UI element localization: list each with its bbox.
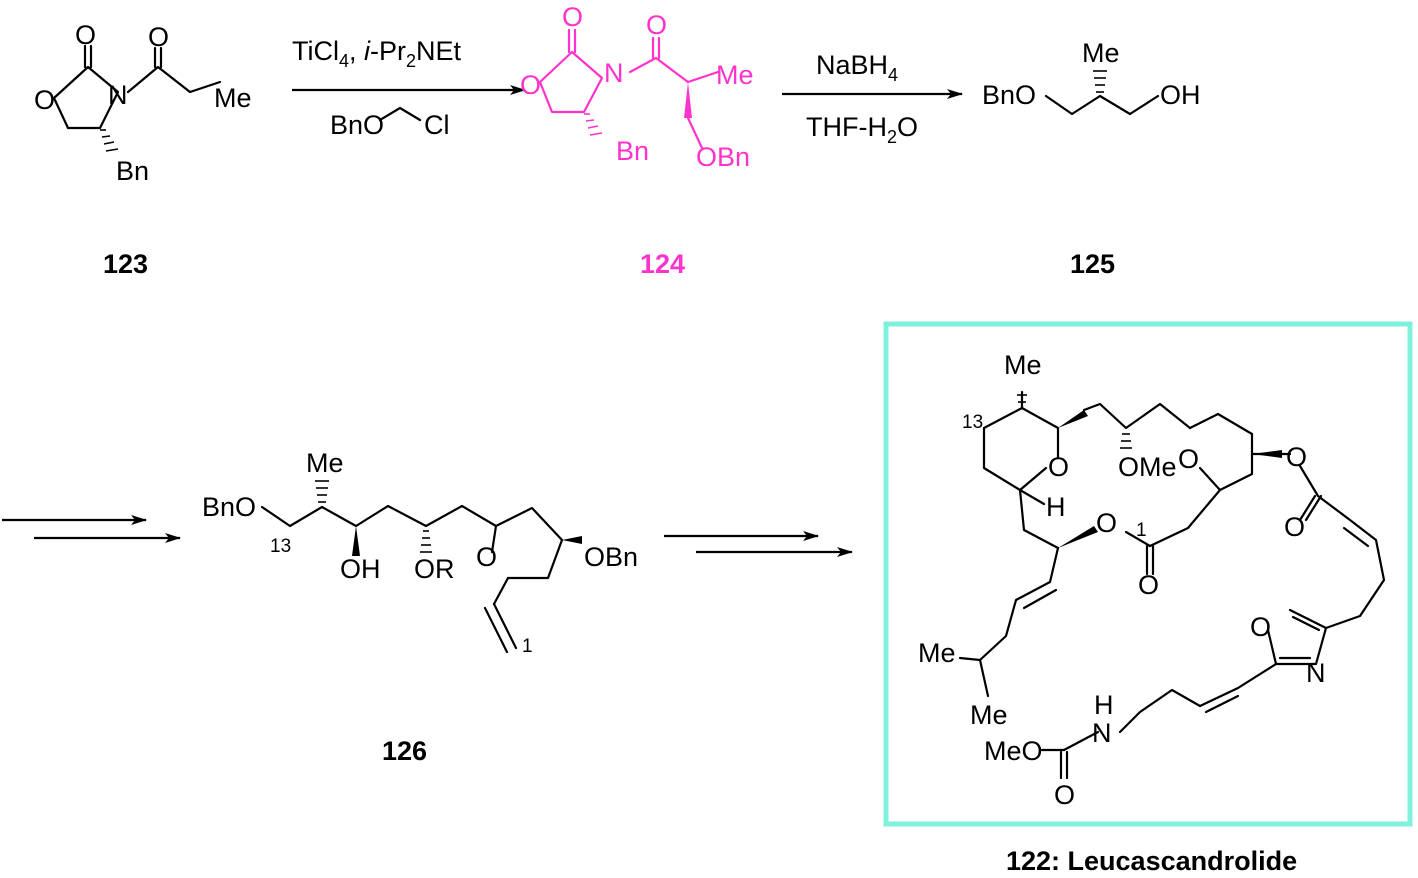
- group-me: Me: [918, 638, 956, 668]
- compound-number: 124: [640, 249, 685, 279]
- group-me: Me: [306, 448, 344, 478]
- group-me: Me: [1004, 350, 1042, 380]
- locant-1: 1: [1136, 520, 1147, 541]
- hashed-bond: [1017, 394, 1027, 403]
- group-me: Me: [214, 83, 252, 113]
- reagent-bottom: THF-H2O: [806, 112, 918, 147]
- group-bn: Bn: [616, 136, 649, 166]
- group-bno: BnO: [202, 492, 256, 522]
- atom-o: O: [1286, 442, 1307, 472]
- compound-number: 126: [382, 736, 427, 766]
- atom-n: N: [1306, 658, 1326, 688]
- group-obn: OBn: [696, 142, 750, 172]
- atom-o: O: [1048, 452, 1069, 482]
- atom-o: O: [34, 85, 55, 115]
- atom-o: O: [1096, 508, 1117, 538]
- locant-13: 13: [962, 412, 983, 433]
- atom-n: N: [1092, 718, 1112, 748]
- hashed-bond: [100, 129, 119, 152]
- compound-label: 122: Leucascandrolide: [1006, 846, 1297, 876]
- atom-o: O: [75, 20, 96, 50]
- multistep-arrow-right: [664, 531, 853, 557]
- atom-o: O: [148, 22, 169, 52]
- atom-o: O: [646, 10, 667, 40]
- target-frame: [883, 321, 1413, 827]
- atom-n: N: [108, 80, 128, 110]
- atom-o: O: [520, 70, 541, 100]
- multistep-arrow-left: [2, 515, 181, 543]
- compound-125: BnO Me OH 125: [982, 38, 1201, 279]
- group-oh: OH: [1160, 80, 1201, 110]
- compound-124: O O N O Me Bn OBn 124: [520, 2, 754, 279]
- compound-number: 125: [1070, 249, 1115, 279]
- group-me: Me: [970, 700, 1008, 730]
- compound-123: O O N O Me Bn 123: [34, 20, 252, 279]
- hashed-bond: [1120, 433, 1132, 449]
- atom-o: O: [476, 542, 497, 572]
- reagent-top: NaBH4: [816, 50, 898, 85]
- atom-o: O: [1138, 570, 1159, 600]
- reaction-step-1: TiCl4, i-Pr2NEt BnO Cl: [292, 36, 526, 140]
- group-obn: OBn: [584, 542, 638, 572]
- group-meo: MeO: [984, 736, 1043, 766]
- atom-o: O: [1054, 780, 1075, 810]
- group-ome: OMe: [1118, 452, 1177, 482]
- atom-o: O: [1250, 612, 1271, 642]
- hashed-bond: [1093, 70, 1107, 93]
- reagent-cl: Cl: [424, 110, 450, 140]
- reagent-top: TiCl4, i-Pr2NEt: [292, 36, 462, 71]
- hashed-bond: [315, 480, 329, 503]
- locant-1: 1: [522, 636, 533, 657]
- locant-13: 13: [270, 536, 291, 557]
- atom-o: O: [1284, 512, 1305, 542]
- group-me: Me: [716, 60, 754, 90]
- atom-h: H: [1094, 690, 1114, 720]
- group-oh: OH: [340, 554, 381, 584]
- group-or: OR: [414, 554, 455, 584]
- atom-o: O: [1178, 444, 1199, 474]
- group-me: Me: [1082, 38, 1120, 68]
- compound-126: BnO 13 Me OH OR O OBn 1 126: [202, 448, 638, 766]
- atom-h: H: [1046, 492, 1066, 522]
- reagent-bno: BnO: [330, 110, 384, 140]
- hashed-bond: [420, 530, 432, 553]
- reaction-step-2: NaBH4 THF-H2O: [782, 50, 963, 147]
- hashed-bond: [584, 113, 603, 136]
- group-bno: BnO: [982, 80, 1036, 110]
- group-bn: Bn: [116, 156, 149, 186]
- compound-122: Me 13 O H OMe O O O O 1 O O N Me Me H N …: [918, 350, 1386, 876]
- compound-number: 123: [103, 249, 148, 279]
- atom-o: O: [562, 2, 583, 32]
- atom-n: N: [604, 58, 624, 88]
